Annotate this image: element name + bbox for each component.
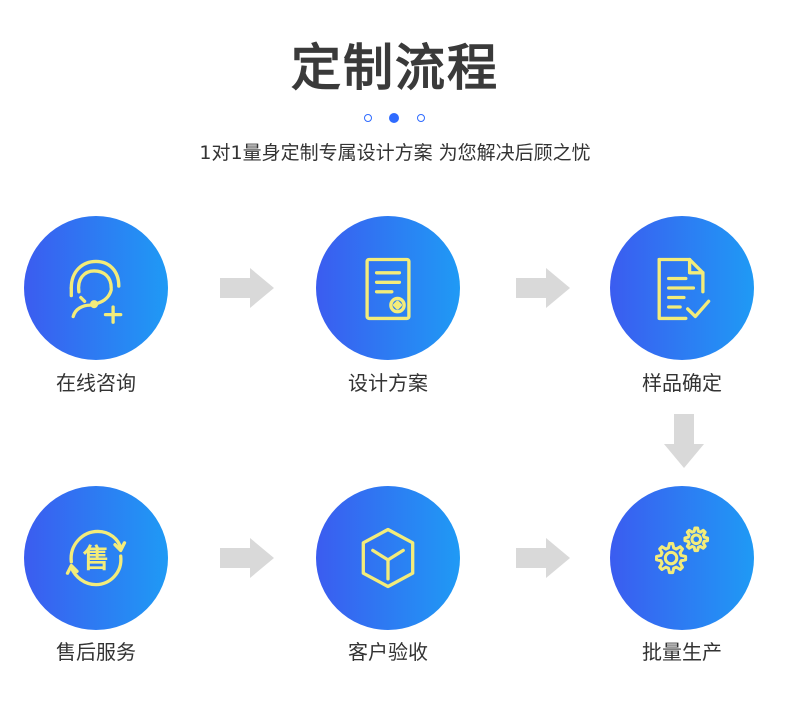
- step-label-after-sales: 售后服务: [56, 640, 136, 664]
- after-sales-service-icon: 售: [65, 529, 127, 587]
- step-label-sample-confirm: 样品确定: [642, 371, 722, 395]
- right-arrow-icon: [516, 538, 570, 578]
- right-arrow-icon: [220, 538, 274, 578]
- page-title: 定制流程: [291, 39, 499, 97]
- step-label-customer-acceptance: 客户验收: [348, 640, 428, 664]
- down-arrow-icon: [664, 414, 704, 468]
- dot-right: [417, 114, 425, 122]
- step-after-sales: 售: [24, 486, 168, 630]
- gears-icon: [655, 526, 710, 575]
- sale-glyph: 售: [83, 544, 110, 575]
- headset-support-icon: [69, 259, 123, 324]
- box-icon: [361, 527, 415, 589]
- step-customer-acceptance: [316, 486, 460, 630]
- page-subtitle: 1对1量身定制专属设计方案 为您解决后顾之忧: [199, 142, 591, 164]
- step-mass-production: [610, 486, 754, 630]
- step-sample-confirm: [610, 216, 754, 360]
- step-design-plan: [316, 216, 460, 360]
- dot-active: [389, 113, 399, 123]
- dot-left: [364, 114, 372, 122]
- decorative-dots: [360, 112, 430, 126]
- step-online-consult: [24, 216, 168, 360]
- right-arrow-icon: [516, 268, 570, 308]
- step-label-design-plan: 设计方案: [348, 371, 428, 395]
- step-label-mass-production: 批量生产: [642, 640, 722, 664]
- certificate-document-icon: [365, 257, 411, 321]
- step-label-online-consult: 在线咨询: [56, 371, 136, 395]
- document-check-icon: [657, 257, 711, 321]
- right-arrow-icon: [220, 268, 274, 308]
